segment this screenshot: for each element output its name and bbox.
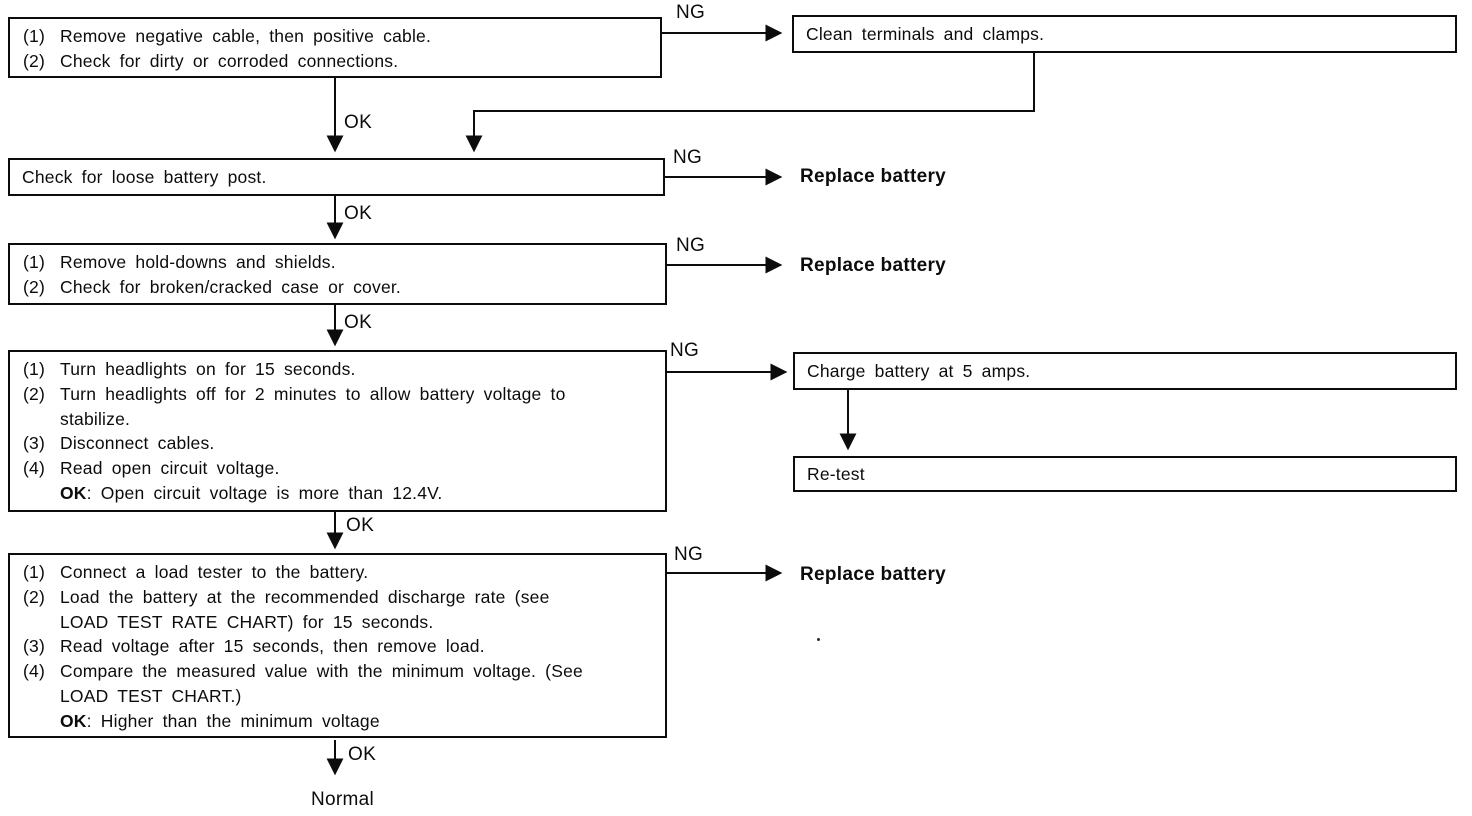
opencircuit-item3: (3) Disconnect cables. bbox=[23, 431, 659, 456]
ok-label-holddowns: OK bbox=[344, 312, 373, 333]
clean-terminals-box: Clean terminals and clamps. bbox=[792, 15, 1457, 53]
item-number: (4) bbox=[23, 661, 45, 682]
scan-artifact-dot bbox=[817, 638, 820, 641]
loadtest-item2: (2) Load the battery at the recommended … bbox=[23, 585, 659, 610]
item-text: Read voltage after 15 seconds, then remo… bbox=[60, 636, 485, 657]
ng-label-loosepost: NG bbox=[673, 147, 703, 168]
opencircuit-item1: (1) Turn headlights on for 15 seconds. bbox=[23, 357, 659, 382]
loadtest-item3: (3) Read voltage after 15 seconds, then … bbox=[23, 634, 659, 659]
replace-battery-label-3: Replace battery bbox=[800, 564, 947, 585]
ok-label-opencircuit: OK bbox=[346, 515, 375, 536]
item-text: Load the battery at the recommended disc… bbox=[60, 586, 550, 607]
loadtest-item4-wrap: LOAD TEST CHART.) bbox=[60, 685, 242, 706]
item-text: Turn headlights on for 15 seconds. bbox=[60, 359, 356, 379]
item-number: (4) bbox=[23, 458, 45, 479]
item-text: Turn headlights off for 2 minutes to all… bbox=[60, 383, 566, 404]
item-number: (2) bbox=[23, 50, 45, 71]
normal-end-label: Normal bbox=[311, 789, 375, 810]
replace-battery-label-1: Replace battery bbox=[800, 166, 947, 187]
item-text: Read open circuit voltage. bbox=[60, 458, 280, 479]
ok-label-loadtest: OK bbox=[348, 744, 377, 765]
holddowns-item2: (2) Check for broken/cracked case or cov… bbox=[23, 275, 659, 300]
item-text: Compare the measured value with the mini… bbox=[60, 661, 583, 682]
ok-note-text: : Higher than the minimum voltage bbox=[86, 710, 380, 731]
opencircuit-ok-note: OK: Open circuit voltage is more than 12… bbox=[60, 481, 659, 506]
box-text: Check for loose battery post. bbox=[22, 166, 267, 187]
item-number: (3) bbox=[23, 636, 45, 657]
connector-clean-feedback bbox=[465, 53, 1035, 153]
box-text: Charge battery at 5 amps. bbox=[807, 360, 1031, 381]
item-text: Connect a load tester to the battery. bbox=[60, 562, 369, 582]
open-circuit-voltage-box: (1) Turn headlights on for 15 seconds. (… bbox=[8, 350, 667, 512]
load-test-box: (1) Connect a load tester to the battery… bbox=[8, 553, 667, 738]
holddowns-item1: (1) Remove hold-downs and shields. bbox=[23, 250, 659, 275]
opencircuit-item2-wrap: stabilize. bbox=[60, 408, 131, 429]
loadtest-item4: (4) Compare the measured value with the … bbox=[23, 659, 659, 684]
step1-item2: (2) Check for dirty or corroded connecti… bbox=[23, 49, 654, 74]
box-text: Re-test bbox=[807, 463, 865, 484]
step1-item1: (1) Remove negative cable, then positive… bbox=[23, 24, 654, 49]
item-number: (1) bbox=[23, 359, 45, 379]
ng-label-step1: NG bbox=[676, 2, 706, 23]
ng-label-opencircuit: NG bbox=[670, 340, 700, 361]
replace-battery-label-2: Replace battery bbox=[800, 255, 947, 276]
loadtest-item1: (1) Connect a load tester to the battery… bbox=[23, 560, 659, 585]
ok-label-step1: OK bbox=[344, 112, 373, 133]
item-number: (1) bbox=[23, 252, 45, 272]
retest-box: Re-test bbox=[793, 456, 1457, 492]
loadtest-ok-note: OK: Higher than the minimum voltage bbox=[60, 709, 659, 734]
step1-remove-cables-box: (1) Remove negative cable, then positive… bbox=[8, 17, 662, 78]
opencircuit-item2: (2) Turn headlights off for 2 minutes to… bbox=[23, 382, 659, 407]
loose-battery-post-box: Check for loose battery post. bbox=[8, 158, 665, 196]
item-number: (1) bbox=[23, 26, 45, 46]
item-number: (1) bbox=[23, 562, 45, 582]
loadtest-item2-wrap: LOAD TEST RATE CHART) for 15 seconds. bbox=[60, 611, 434, 632]
item-text: Remove negative cable, then positive cab… bbox=[60, 26, 432, 46]
ok-note-label: OK bbox=[60, 482, 87, 503]
box-text: Clean terminals and clamps. bbox=[806, 23, 1045, 44]
charge-battery-box: Charge battery at 5 amps. bbox=[793, 352, 1457, 390]
ok-label-loosepost: OK bbox=[344, 203, 373, 224]
holddowns-box: (1) Remove hold-downs and shields. (2) C… bbox=[8, 243, 667, 305]
item-number: (2) bbox=[23, 383, 45, 404]
item-text: Disconnect cables. bbox=[60, 433, 215, 454]
ok-note-text: : Open circuit voltage is more than 12.4… bbox=[86, 482, 443, 503]
opencircuit-item4: (4) Read open circuit voltage. bbox=[23, 456, 659, 481]
item-text: Check for broken/cracked case or cover. bbox=[60, 276, 401, 297]
ng-label-loadtest: NG bbox=[674, 544, 704, 565]
ok-note-label: OK bbox=[60, 710, 87, 731]
item-number: (2) bbox=[23, 276, 45, 297]
item-text: Check for dirty or corroded connections. bbox=[60, 50, 399, 71]
item-text: Remove hold-downs and shields. bbox=[60, 252, 336, 272]
item-number: (2) bbox=[23, 586, 45, 607]
ng-label-holddowns: NG bbox=[676, 235, 706, 256]
item-number: (3) bbox=[23, 433, 45, 454]
